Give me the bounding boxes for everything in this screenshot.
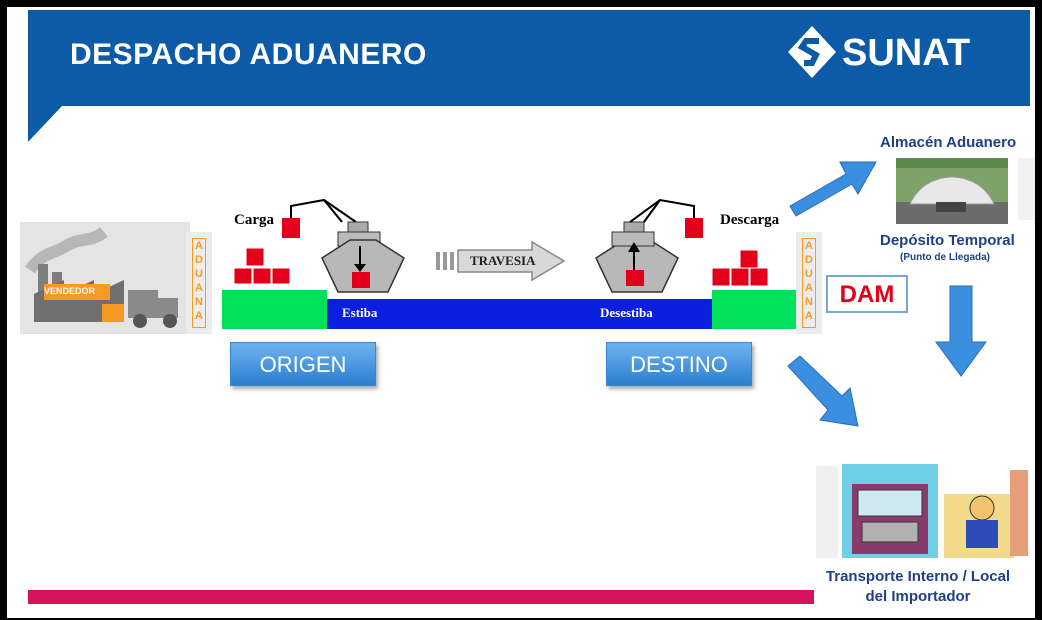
importer-caption-line1: Transporte Interno / Local: [825, 568, 1011, 585]
importer-illustration: [816, 464, 1028, 558]
header-banner: [28, 10, 1030, 142]
importer-caption-line2: del Importador: [865, 588, 971, 605]
aduana-destination-text: ADUANA: [802, 238, 816, 328]
destination-ship-scene: [595, 198, 769, 293]
arrow-to-importer-icon: [787, 355, 859, 427]
factory-sign: VENDEDOR: [44, 286, 96, 296]
carga-label: Carga: [234, 212, 274, 228]
arrow-to-warehouse-icon: [789, 161, 877, 217]
dam-label: DAM: [826, 275, 908, 313]
desestiba-label: Desestiba: [600, 305, 653, 320]
travesia-label: TRAVESIA: [470, 253, 536, 268]
factory-icon: [20, 222, 190, 334]
footer-stripe: [28, 590, 814, 604]
arrow-down-icon: [935, 285, 987, 377]
logo-text: SUNAT: [842, 32, 971, 74]
estiba-label: Estiba: [342, 305, 378, 320]
origin-dock: [222, 290, 327, 329]
travesia-arrow: [436, 240, 566, 282]
destination-dock: [712, 290, 796, 329]
origen-button[interactable]: ORIGEN: [230, 342, 376, 386]
origin-ship-scene: [233, 198, 405, 293]
aduana-post-origin: ADUANA: [186, 232, 212, 334]
sunat-logo-icon: [788, 26, 836, 78]
destino-button[interactable]: DESTINO: [606, 342, 752, 386]
page-title: DESPACHO ADUANERO: [70, 38, 427, 71]
aduana-post-destination: ADUANA: [796, 232, 822, 334]
warehouse-subtitle: Depósito Temporal: [880, 232, 1015, 249]
warehouse-title: Almacén Aduanero: [880, 134, 1017, 151]
descarga-label: Descarga: [720, 212, 780, 228]
warehouse-photo: [896, 158, 1008, 224]
warehouse-side-strip: [1018, 158, 1036, 220]
warehouse-note: (Punto de Llegada): [900, 252, 990, 263]
aduana-origin-text: ADUANA: [192, 238, 206, 328]
